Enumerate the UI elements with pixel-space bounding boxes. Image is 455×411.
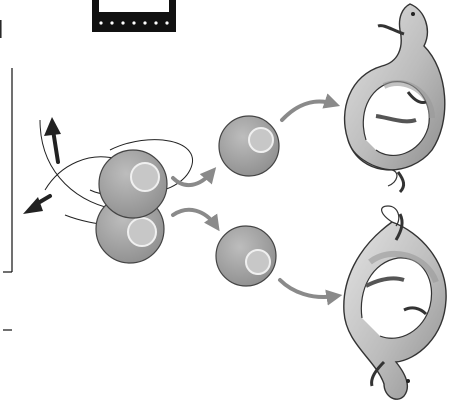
nucleus	[131, 163, 159, 191]
nucleus	[128, 218, 156, 246]
daughter-cell-lower	[216, 226, 276, 286]
nucleus	[249, 128, 273, 152]
nucleus	[246, 250, 270, 274]
frame-lines	[1, 20, 12, 330]
salamander-upper	[345, 4, 445, 192]
film-strip-icon	[92, 0, 176, 32]
cell-pair-dividing	[96, 150, 167, 263]
daughter-cell-upper	[219, 116, 279, 176]
salamander-lower	[344, 206, 446, 399]
rotation-arrow-icon	[23, 117, 61, 214]
